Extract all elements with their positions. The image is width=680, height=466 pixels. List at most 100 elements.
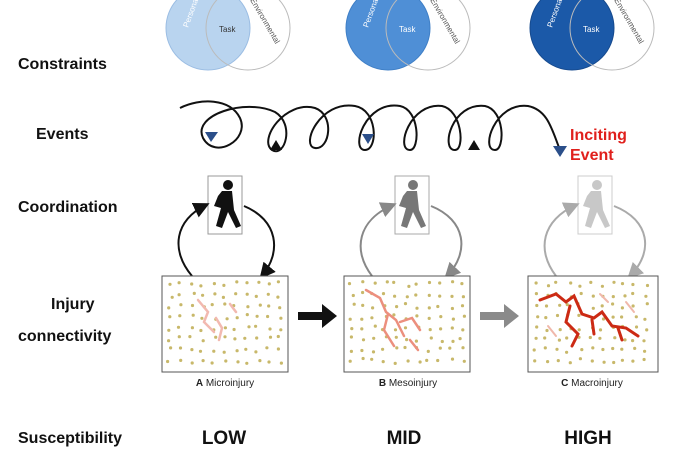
panel-dot xyxy=(450,357,455,361)
panel-dot xyxy=(246,305,250,309)
venn-high: Personal Task Environmental xyxy=(529,0,655,71)
venn-mid-env-circle xyxy=(385,0,471,71)
panel-dot xyxy=(461,328,465,332)
loop-arrow-low-down xyxy=(243,205,276,280)
runner-low xyxy=(207,175,243,235)
events-spiral xyxy=(179,100,561,153)
panel-dot xyxy=(235,349,239,353)
row-label-susceptibility: Susceptibility xyxy=(18,430,123,447)
panel-dot xyxy=(192,291,196,295)
panel-dot xyxy=(543,336,547,340)
panel-dot xyxy=(360,348,364,353)
panel-dot xyxy=(381,292,386,296)
panel-dot xyxy=(222,350,226,354)
panel-dot xyxy=(170,295,174,299)
panel-dot xyxy=(439,327,443,331)
panel-dot xyxy=(645,302,649,306)
panel-dot xyxy=(536,315,540,319)
panel-dot xyxy=(620,358,625,362)
panel-dot xyxy=(190,303,195,308)
panel-dot xyxy=(403,345,407,350)
panel-dot xyxy=(190,326,194,330)
panel-dot xyxy=(177,281,181,285)
panel-dot xyxy=(395,346,399,350)
panel-dot xyxy=(348,359,352,363)
event-marker-1 xyxy=(205,132,218,142)
panel-dot xyxy=(633,346,637,350)
panel-dot xyxy=(533,359,537,363)
panel-dot xyxy=(349,335,353,339)
panel-dot xyxy=(373,281,377,285)
panel-dot xyxy=(600,304,604,308)
panel-dot xyxy=(643,317,647,321)
panel-b-cracks xyxy=(364,288,422,352)
panel-dot xyxy=(578,357,583,361)
panel-dot xyxy=(168,315,172,319)
panel-dot xyxy=(393,328,398,332)
panel-dot xyxy=(461,295,465,299)
panel-dot xyxy=(247,325,251,329)
venn-high-env-circle xyxy=(569,0,655,71)
panel-dot xyxy=(348,317,352,321)
panel-dot xyxy=(405,295,409,299)
venn-low-env: Environmental xyxy=(248,0,281,45)
inciting-line-2: Event xyxy=(570,147,614,164)
panel-dot xyxy=(644,294,648,298)
panel-dot xyxy=(191,313,195,317)
panel-dot xyxy=(534,336,538,340)
panel-dot xyxy=(360,317,364,321)
panel-dot xyxy=(254,350,258,354)
panel-dot xyxy=(393,294,397,298)
panel-dot xyxy=(258,359,262,363)
panel-dot xyxy=(631,359,635,363)
panel-dot xyxy=(631,291,635,296)
panel-dot xyxy=(427,316,431,320)
panel-dot xyxy=(611,346,615,351)
panel-dot xyxy=(177,293,181,297)
panel-dot xyxy=(427,306,431,310)
panel-dot xyxy=(199,328,203,333)
panel-dot xyxy=(414,339,418,343)
panel-dot xyxy=(546,284,551,288)
panel-dot xyxy=(276,334,280,339)
panel-dot xyxy=(223,302,227,306)
panel-dot xyxy=(415,306,419,310)
panel-dot xyxy=(451,339,455,343)
panel-dot xyxy=(361,356,365,361)
panel-dot xyxy=(555,313,560,318)
panel-dot xyxy=(642,357,646,362)
panel-dot xyxy=(372,336,376,340)
panel-dot xyxy=(601,317,606,321)
panel-dot xyxy=(210,361,214,365)
panel-dot xyxy=(381,360,385,364)
panel-dot xyxy=(276,347,280,351)
panel-dot xyxy=(634,325,639,329)
panel-dot xyxy=(407,284,411,288)
panel-dot xyxy=(245,313,249,317)
panel-dot xyxy=(190,361,194,365)
caption-b: B Mesoinjury xyxy=(338,378,478,389)
inciting-event-label: Inciting Event xyxy=(570,126,627,166)
panel-dot xyxy=(534,292,539,296)
venn-low-personal-circle xyxy=(165,0,251,71)
caption-b-letter: B xyxy=(378,378,387,389)
panel-dot xyxy=(439,315,443,319)
panel-dot xyxy=(642,339,646,343)
panel-dot xyxy=(167,339,171,343)
row-label-coordination: Coordination xyxy=(18,199,118,216)
panel-dot xyxy=(558,303,562,307)
panel-dot xyxy=(235,316,239,320)
loop-arrow-low-up xyxy=(177,203,210,277)
row-label-injury: Injury xyxy=(51,296,95,313)
panel-dot xyxy=(543,346,547,350)
panel-dot xyxy=(460,282,464,286)
panel-dot xyxy=(266,314,270,319)
panel-dot xyxy=(458,337,462,341)
panel-dot xyxy=(643,349,647,353)
panel-dot xyxy=(394,335,398,339)
panel-dot xyxy=(254,324,258,328)
event-marker-2 xyxy=(270,140,282,150)
event-marker-inciting xyxy=(553,146,567,157)
panel-dot xyxy=(461,346,465,350)
panel-dot xyxy=(214,335,218,339)
